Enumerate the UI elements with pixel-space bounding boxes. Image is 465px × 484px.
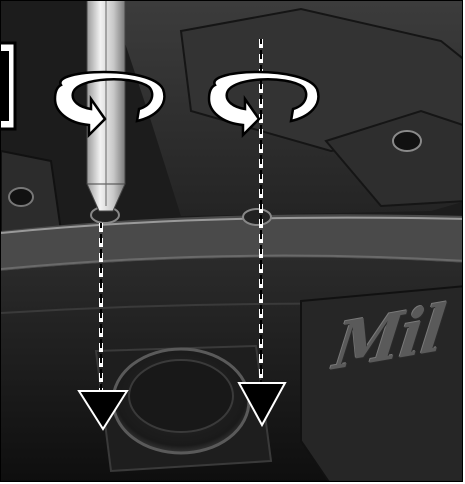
screw-hole-right <box>392 130 422 152</box>
screwdriver-icon <box>86 1 126 212</box>
down-arrow-icon <box>237 382 287 428</box>
screw-hole-center <box>242 208 272 226</box>
screw-hole-left <box>8 187 34 207</box>
rotate-arrow-icon <box>207 70 320 139</box>
rotate-arrow-icon <box>53 70 166 139</box>
down-arrow-icon <box>77 390 129 431</box>
